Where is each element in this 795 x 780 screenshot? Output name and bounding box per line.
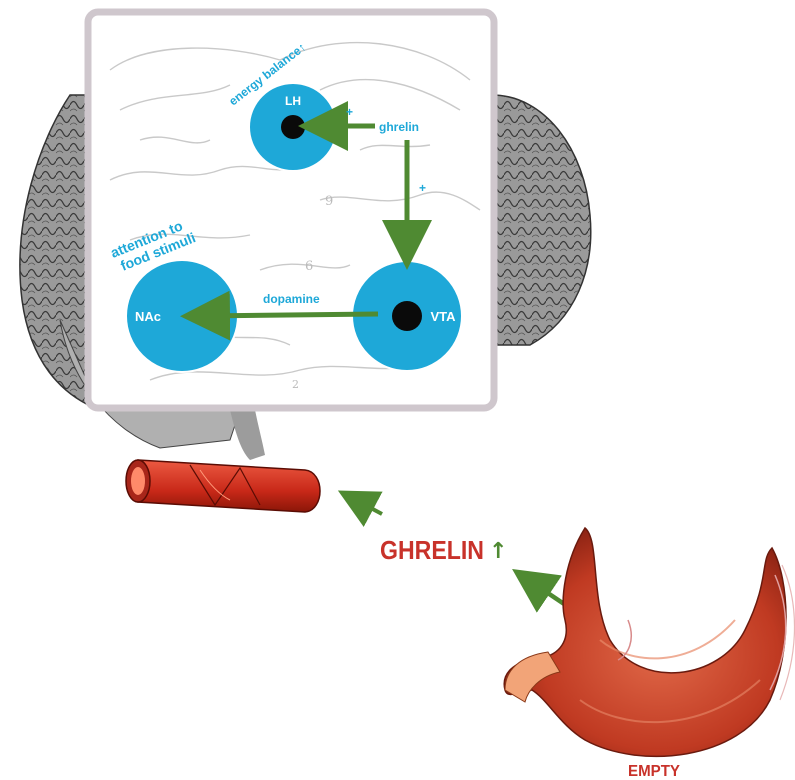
vta-label: VTA [430,309,456,324]
ghrelin-up-arrow-icon: ↑ [489,539,507,564]
ghrelin-main-label: GHRELIN [380,535,484,565]
svg-text:9: 9 [325,194,333,209]
svg-text:2: 2 [292,378,299,391]
plus-lh-label: + [346,105,353,119]
svg-text:6: 6 [305,259,313,274]
ghrelin-small-label: ghrelin [379,120,419,134]
plus-vta-label: + [419,181,426,195]
nac-label: NAc [135,309,161,324]
ghrelin-to-vessel-arrow [352,498,382,514]
lh-label: LH [285,94,301,108]
blood-vessel-icon [126,460,320,512]
stomach-illustration [504,528,794,756]
dopamine-label: dopamine [263,292,320,306]
empty-label: EMPTY [628,763,680,780]
dopamine-to-nac-arrow [200,314,378,316]
